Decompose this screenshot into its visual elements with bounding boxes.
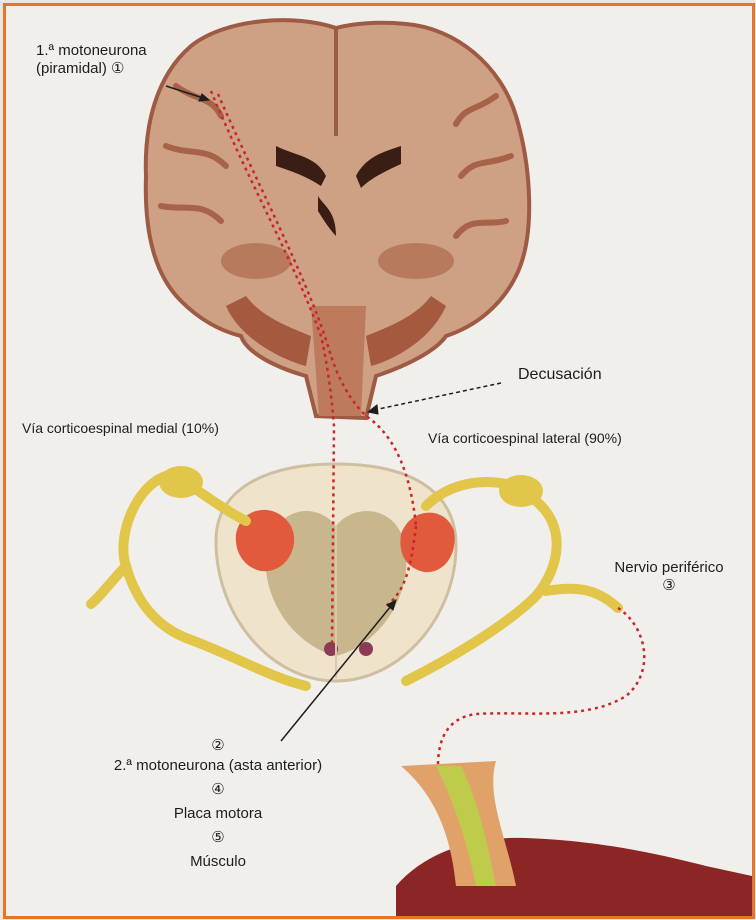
peripheral-nerve-label: Nervio periférico ③ xyxy=(594,559,744,595)
neuromuscular-junction xyxy=(396,761,752,916)
second-motoneuron-label: ② 2.ª motoneurona (asta anterior) ④ Plac… xyxy=(78,736,358,872)
lateral-pathway-label: Vía corticoespinal lateral (90%) xyxy=(428,429,622,447)
first-motoneuron-line1: 1.ª motoneurona xyxy=(36,42,147,60)
second-motoneuron-text: 2.ª motoneurona (asta anterior) xyxy=(78,756,358,776)
spinal-cord-section xyxy=(216,464,456,681)
decussation-label: Decusación xyxy=(518,366,602,384)
brain-coronal-section xyxy=(146,20,529,418)
medial-pathway-label: Vía corticoespinal medial (10%) xyxy=(22,419,219,437)
muscle-text: Músculo xyxy=(78,852,358,872)
number-5: ⑤ xyxy=(78,828,358,848)
number-3: ③ xyxy=(594,577,744,595)
figure-frame: 1.ª motoneurona (piramidal) ① Decusación… xyxy=(3,3,755,919)
motor-plate-text: Placa motora xyxy=(78,804,358,824)
number-4: ④ xyxy=(78,780,358,800)
peripheral-nerve-text: Nervio periférico xyxy=(594,559,744,577)
first-motoneuron-label: 1.ª motoneurona (piramidal) ① xyxy=(36,42,147,78)
first-motoneuron-line2: (piramidal) ① xyxy=(36,60,147,78)
number-2: ② xyxy=(78,736,358,756)
